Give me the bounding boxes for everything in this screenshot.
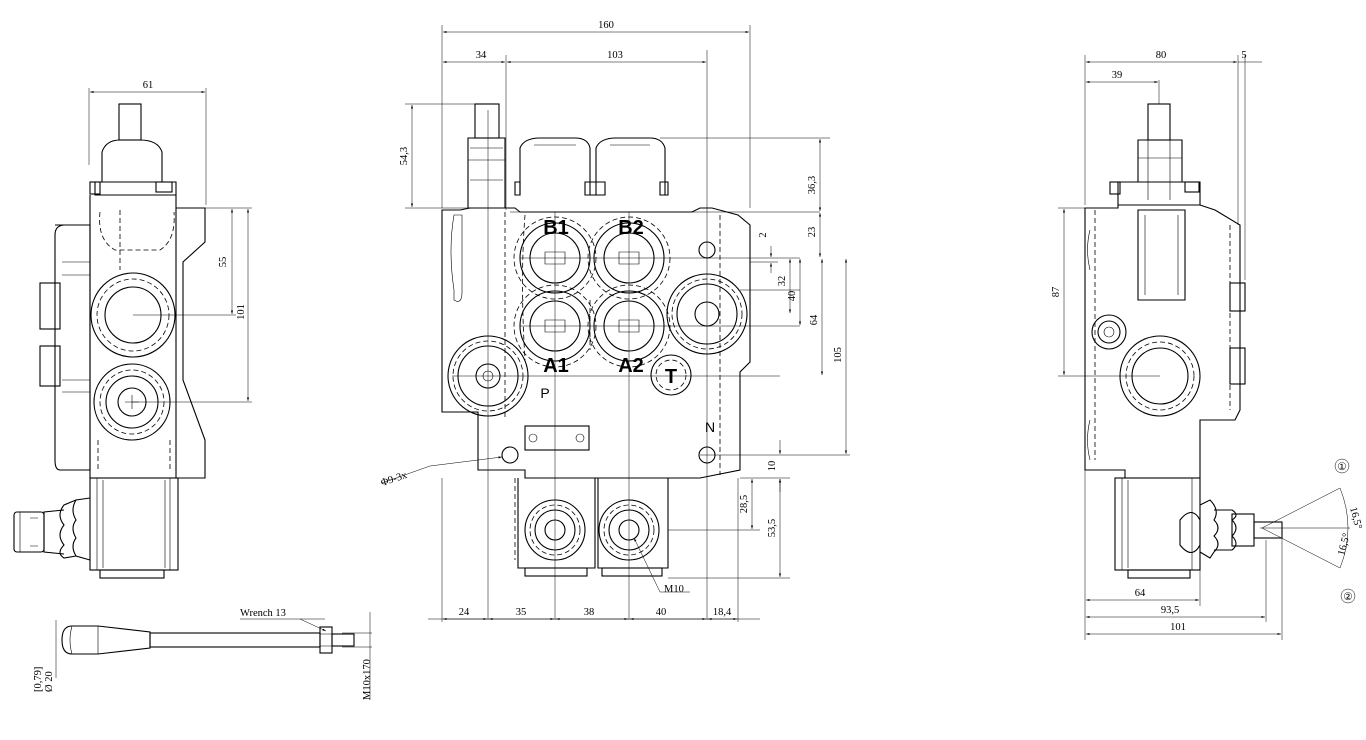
dim-24: 24	[459, 607, 470, 618]
left-side-view: 61 55 101	[13, 80, 252, 579]
angle-2: 16,5°	[1336, 532, 1352, 557]
dim-32: 32	[777, 276, 788, 287]
dim-35: 35	[516, 607, 527, 618]
thread-callout: M10	[664, 584, 684, 595]
port-b1-label: B1	[543, 217, 569, 239]
dim-40: 40	[787, 291, 798, 302]
dim-23: 23	[807, 227, 818, 238]
port-a1-label: A1	[543, 355, 569, 377]
right-side-view: ① ② 16,5° 16,5° 80 5 39 87 64 93,5 101	[1051, 50, 1364, 640]
dim-55: 55	[218, 257, 229, 268]
angle-1: 16,5°	[1347, 506, 1363, 531]
dia-bracket: [0,79]	[33, 667, 44, 692]
dim-53-5: 53,5	[767, 519, 778, 537]
port-n-label: N	[705, 419, 715, 435]
dim-40-bottom: 40	[656, 607, 667, 618]
position-1: ①	[1337, 461, 1347, 473]
dim-160: 160	[598, 20, 614, 31]
dim-34: 34	[476, 50, 487, 61]
port-a2-label: A2	[618, 355, 644, 377]
dim-101-left: 101	[236, 304, 247, 320]
dim-61: 61	[143, 80, 154, 91]
dim-18-4: 18,4	[713, 607, 732, 618]
dim-87: 87	[1051, 287, 1062, 298]
dim-39: 39	[1112, 70, 1123, 81]
port-p-label: P	[540, 385, 549, 401]
dim-38: 38	[584, 607, 595, 618]
position-2: ②	[1343, 591, 1353, 603]
dim-36-3: 36,3	[807, 176, 818, 194]
thread-label: M10x170	[362, 659, 373, 700]
dim-10: 10	[767, 461, 778, 472]
dia-label: Ø 20	[44, 671, 55, 692]
dim-105: 105	[833, 347, 844, 363]
dim-5: 5	[1241, 50, 1246, 61]
lever-detail: Wrench 13 [0,79] Ø 20 M10x170	[33, 608, 373, 700]
dim-80: 80	[1156, 50, 1167, 61]
dim-103: 103	[607, 50, 623, 61]
dim-64-right: 64	[1135, 588, 1146, 599]
dim-93-5: 93,5	[1161, 605, 1179, 616]
dim-2: 2	[758, 232, 769, 237]
dim-28-5: 28,5	[739, 495, 750, 513]
dim-54-3: 54,3	[399, 147, 410, 165]
dim-101-right: 101	[1170, 622, 1186, 633]
dim-64: 64	[809, 314, 820, 325]
hole-callout: Φ9-3x	[380, 470, 410, 489]
port-b2-label: B2	[618, 217, 644, 239]
front-view: B1 B2 A1 A2 P T N 160 34 103 54,3 36,3 2…	[380, 20, 850, 622]
wrench-label: Wrench 13	[240, 608, 286, 619]
port-t-label: T	[665, 366, 677, 388]
